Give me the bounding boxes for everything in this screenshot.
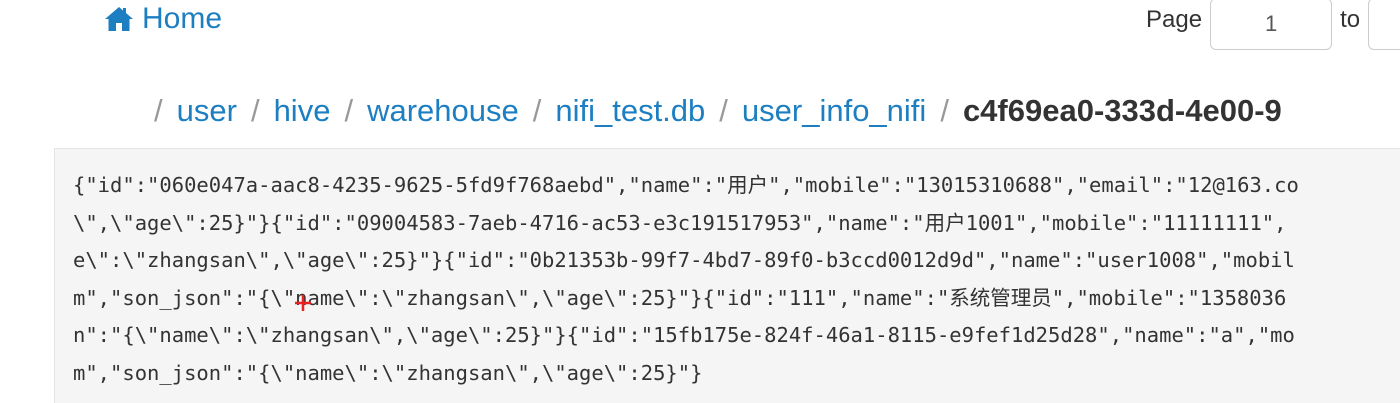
file-content-line: {"id":"060e047a-aac8-4235-9625-5fd9f768a… (73, 173, 1299, 197)
breadcrumb-item-warehouse[interactable]: warehouse (367, 93, 519, 128)
page-number-input[interactable] (1210, 0, 1333, 50)
page-to-input[interactable] (1368, 0, 1400, 50)
home-label: Home (142, 2, 223, 35)
breadcrumb-item-user-info-nifi[interactable]: user_info_nifi (741, 93, 927, 128)
home-link[interactable]: Home (104, 0, 222, 38)
file-content-line: \",\"age\":25}"}{"id":"09004583-7aeb-471… (73, 211, 1287, 235)
crosshair-cursor-icon (295, 295, 311, 311)
home-icon (104, 6, 134, 32)
breadcrumb-item-nifi-test-db[interactable]: nifi_test.db (555, 93, 706, 128)
to-label: to (1340, 6, 1361, 33)
page-label: Page (1146, 6, 1203, 33)
file-content-line: n":"{\"name\":\"zhangsan\",\"age\":25}"}… (73, 323, 1295, 347)
pagination: Page to (1146, 0, 1400, 50)
file-content-line: m","son_json":"{\"name\":\"zhangsan\",\"… (73, 361, 703, 385)
breadcrumb-separator: / (719, 93, 728, 128)
breadcrumb-separator: / (532, 93, 542, 128)
breadcrumb-separator: / (154, 93, 163, 128)
breadcrumb-separator: / (250, 93, 260, 128)
breadcrumb-separator: / (344, 93, 354, 128)
breadcrumb-separator: / (940, 93, 949, 128)
file-content-line: e\":\"zhangsan\",\"age\":25}"}{"id":"0b2… (73, 248, 1295, 272)
breadcrumb: / user / hive / warehouse / nifi_test.db… (154, 88, 1282, 134)
file-content-line: m","son_json":"{\"name\":\"zhangsan\",\"… (73, 286, 1287, 310)
breadcrumb-item-hive[interactable]: hive (273, 93, 331, 128)
breadcrumb-item-user[interactable]: user (176, 93, 237, 128)
file-content-panel: {"id":"060e047a-aac8-4235-9625-5fd9f768a… (54, 148, 1400, 403)
breadcrumb-current-file: c4f69ea0-333d-4e00-9 (962, 93, 1282, 128)
